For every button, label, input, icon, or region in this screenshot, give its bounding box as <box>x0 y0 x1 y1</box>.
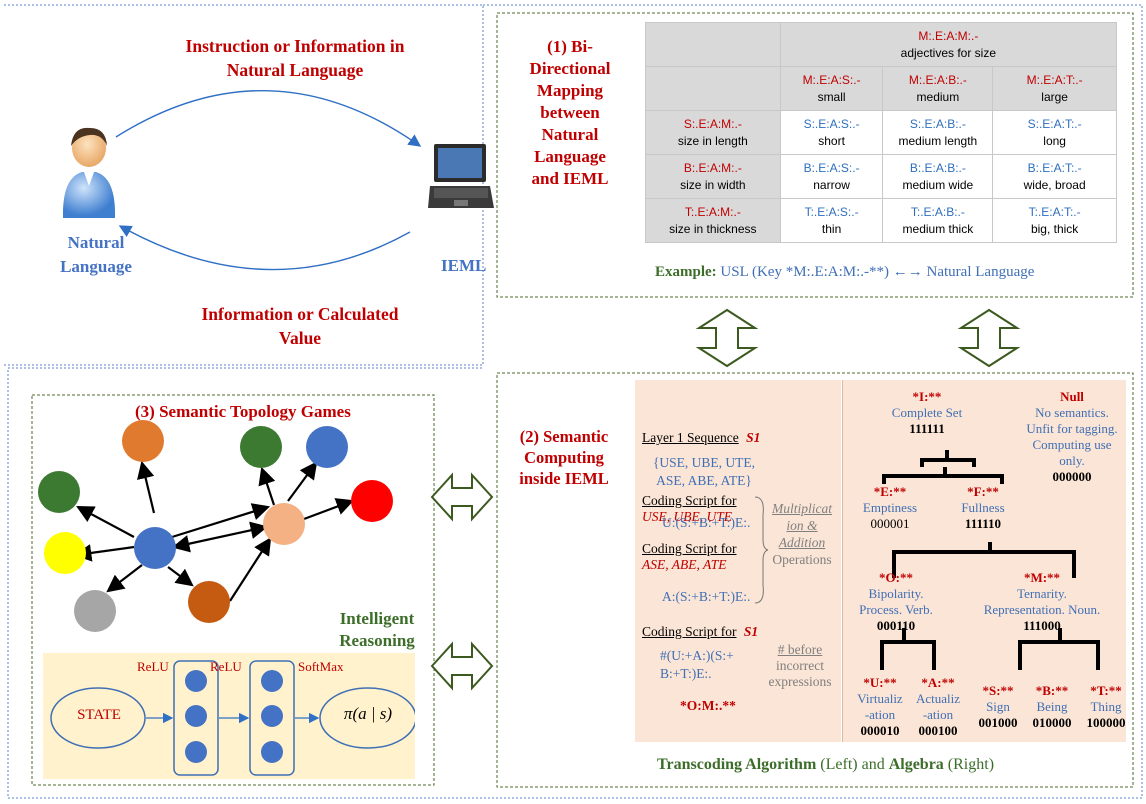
graph-node <box>240 426 282 468</box>
table-cell: S:.E:A:B:.-medium length <box>882 110 994 155</box>
information-label: Information or Calculated Value <box>201 304 399 348</box>
algebra-tree <box>880 450 1100 670</box>
communication-arrows <box>115 89 422 271</box>
panel2-title: (2) Semantic Computing inside IEML <box>519 427 609 488</box>
table-corner-2 <box>645 66 781 111</box>
table-cell: B:.E:A:B:.-medium wide <box>882 154 994 199</box>
algebra-node-U: *U:** Virtualiz -ation 000010 <box>857 675 903 738</box>
graph-node <box>188 581 230 623</box>
instruction-label: Instruction or Information in Natural La… <box>185 36 405 80</box>
table-cell: T:.E:A:S:.-thin <box>779 198 884 243</box>
coding-script-3: Coding Script for S1 <box>642 624 759 639</box>
algorithm-background <box>635 380 841 742</box>
panel3-title: (3) Semantic Topology Games <box>135 402 351 421</box>
panel2-footer: Transcoding Algorithm (Left) and Algebra… <box>657 756 995 773</box>
algebra-node-M: *M:** Ternarity. Representation. Noun. 1… <box>983 570 1101 633</box>
algebra-node-F: *F:** Fullness 111110 <box>961 484 1005 531</box>
graph-node <box>44 532 86 574</box>
algebra-background <box>842 380 1126 742</box>
panel1-title: (1) Bi- Directional Mapping between Natu… <box>529 37 611 188</box>
softmax-label: SoftMax <box>298 659 344 674</box>
row-header: T:.E:A:M:.-size in thickness <box>645 198 781 243</box>
column-header: M:.E:A:B:.-medium <box>882 66 994 111</box>
table-cell: S:.E:A:S:.-short <box>779 110 884 155</box>
star-code: *O:M:.** <box>680 698 736 713</box>
column-header: M:.E:A:T:.-large <box>992 66 1117 111</box>
graph-node <box>134 527 176 569</box>
table-header: M:.E:A:M:.- adjectives for size <box>779 22 1118 67</box>
algebra-node-I: *I:** Complete Set 111111 <box>891 389 963 436</box>
algebra-node-B: *B:** Being 010000 <box>1032 683 1072 730</box>
policy-node: π(a | s) <box>343 704 393 723</box>
formula-1: U:(S:+B:+T:)E:. <box>662 515 751 530</box>
relu-label-1: ReLU <box>137 659 169 674</box>
laptop-icon <box>428 144 494 208</box>
table-cell: T:.E:A:T:.-big, thick <box>992 198 1117 243</box>
row-header: S:.E:A:M:.-size in length <box>645 110 781 155</box>
graph-node <box>263 503 305 545</box>
graph-node <box>74 590 116 632</box>
neural-network-background <box>43 653 415 779</box>
algebra-node-E: *E:** Emptiness 000001 <box>862 484 918 531</box>
algebra-node-A: *A:** Actualiz -ation 000100 <box>915 675 961 738</box>
table-cell: B:.E:A:S:.-narrow <box>779 154 884 199</box>
graph-node <box>122 420 164 462</box>
operations-label: Multiplicat ion & Addition Operations <box>772 501 832 567</box>
algebra-node-null: Null No semantics. Unfit for tagging. Co… <box>1026 389 1118 484</box>
algebra-node-S: *S:** Sign 001000 <box>978 683 1018 730</box>
graph-node <box>38 471 80 513</box>
brace <box>754 496 769 604</box>
neural-network <box>50 660 415 776</box>
ieml-label: IEML <box>441 256 487 275</box>
intelligent-reasoning-label: Intelligent Reasoning <box>339 609 415 650</box>
ieml-mapping-table: M:.E:A:M:.- adjectives for size M:.E:A:S… <box>645 22 1118 243</box>
coding-script-2: Coding Script for ASE, ABE, ATE <box>642 541 737 572</box>
vertical-double-arrow-right <box>957 308 1021 368</box>
column-header: M:.E:A:S:.-small <box>779 66 884 111</box>
table-cell: S:.E:A:T:.-long <box>992 110 1117 155</box>
layer-sequence-values: {USE, UBE, UTE, ASE, ABE, ATE} <box>652 455 756 488</box>
layer-sequence-label: Layer 1 Sequence S1 <box>642 430 761 445</box>
coding-script-1: Coding Script for USE, UBE, UTE <box>642 493 737 524</box>
algebra-node-O: *O:** Bipolarity. Process. Verb. 000110 <box>859 570 933 633</box>
horizontal-double-arrow-bottom <box>430 641 494 691</box>
row-header: B:.E:A:M:.-size in width <box>645 154 781 199</box>
example-caption: Example: USL (Key *M:.E:A:M:.-**) ←→ Nat… <box>655 264 1035 280</box>
table-cell: B:.E:A:T:.-wide, broad <box>992 154 1117 199</box>
state-node: STATE <box>77 707 121 723</box>
graph-node <box>306 426 348 468</box>
algebra-node-T: *T:** Thing 100000 <box>1086 683 1126 730</box>
hash-note: # before incorrect expressions <box>768 642 832 689</box>
formula-3: #(U:+A:)(S:+ B:+T:)E:. <box>660 648 734 681</box>
vertical-double-arrow-left <box>695 308 759 368</box>
table-cell: T:.E:A:B:.-medium thick <box>882 198 994 243</box>
graph-node <box>351 480 393 522</box>
relu-label-2: ReLU <box>210 659 242 674</box>
formula-2: A:(S:+B:+T:)E:. <box>662 589 751 604</box>
horizontal-double-arrow-top <box>430 472 494 522</box>
natural-language-label: Natural Language <box>60 233 132 276</box>
topology-graph <box>38 420 393 632</box>
person-icon <box>62 127 116 218</box>
